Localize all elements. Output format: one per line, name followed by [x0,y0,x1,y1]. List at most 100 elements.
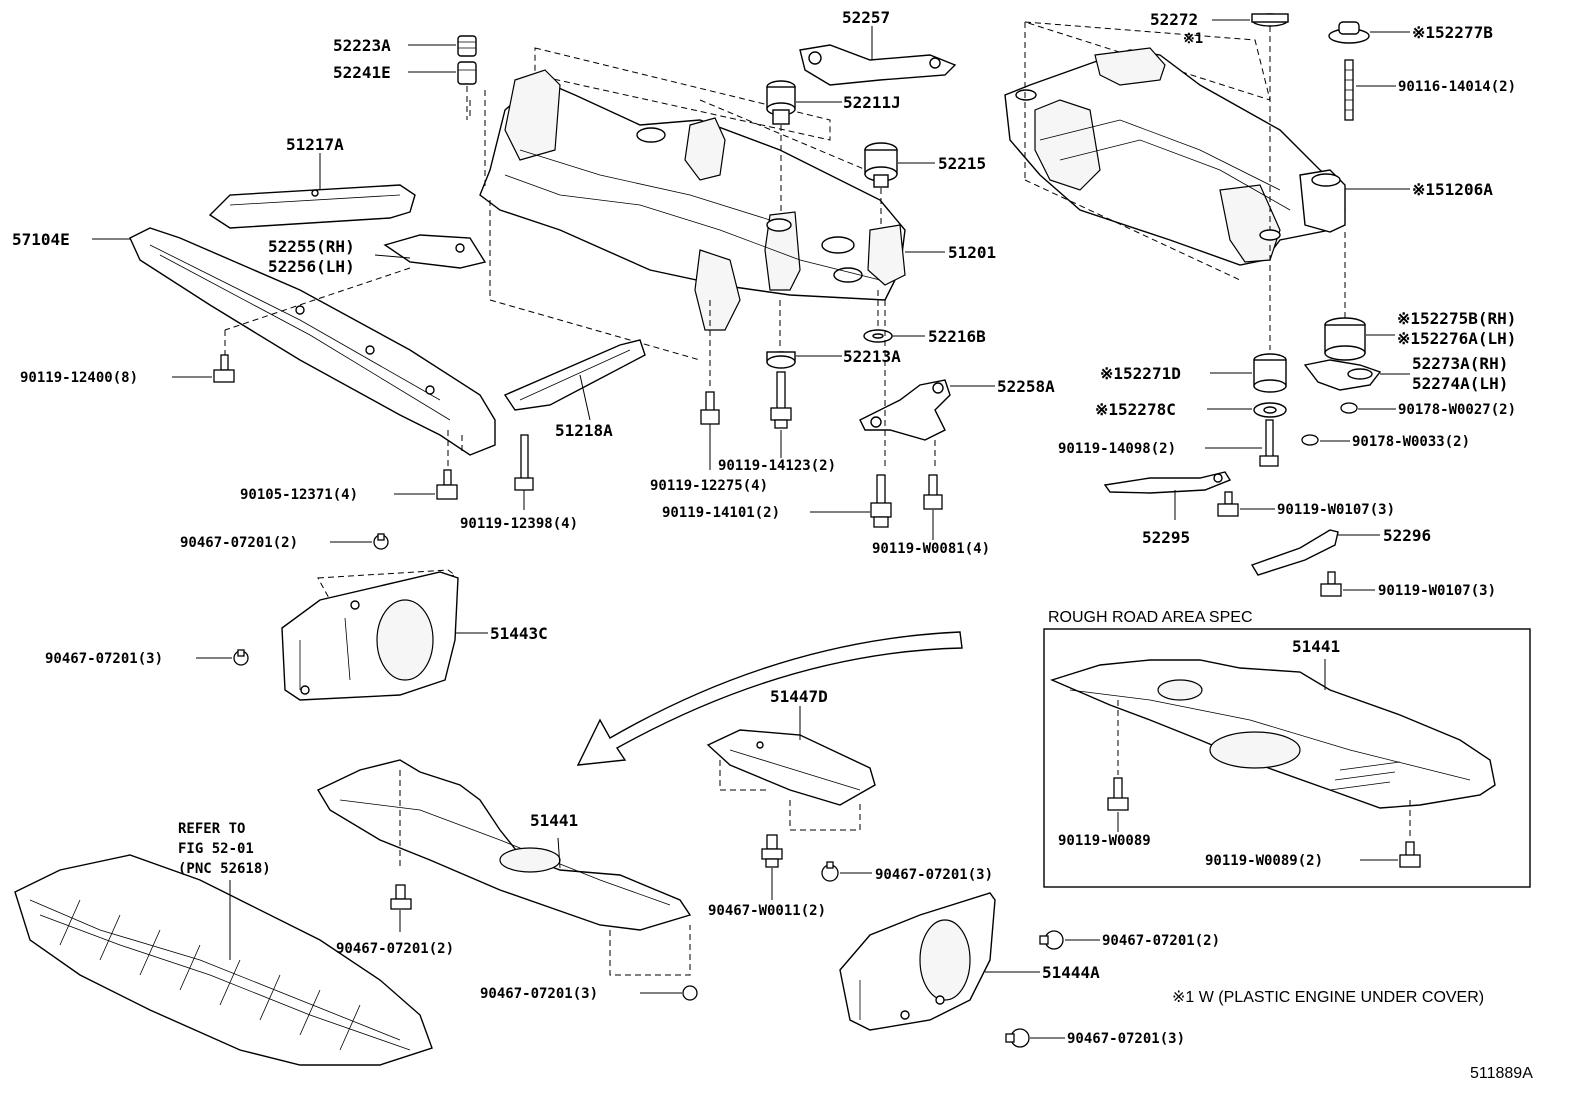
bushing-52215 [864,142,898,188]
label-90178-W0027: 90178-W0027(2) [1398,402,1516,418]
label-52255: 52255(RH) [268,237,355,256]
label-52277B: ※152277B [1412,23,1493,42]
inset-title: ROUGH ROAD AREA SPEC [1048,609,1253,626]
label-90119-12400: 90119-12400(8) [20,370,138,386]
inset-label-90119-W0089-a: 90119-W0089 [1058,833,1151,849]
bracket-52273A [1303,359,1382,391]
label-90467-W0011: 90467-W0011(2) [708,903,826,919]
bushing-52271D [1253,353,1287,393]
label-90467-07201-b: 90467-07201(3) [45,651,163,667]
label-52275B: ※152275B(RH) [1397,309,1516,328]
bracket-52257 [799,44,957,86]
label-90119-14098: 90119-14098(2) [1058,441,1176,457]
rough-road-inset [1043,628,1531,888]
label-52223A: 52223A [333,36,391,55]
label-90119-12398: 90119-12398(4) [460,516,578,532]
bumper-cover-52618 [14,854,433,1066]
bolt-90105-12371 [436,469,458,500]
label-57104E: 57104E [12,230,70,249]
label-90467-07201-d: 90467-07201(3) [480,986,598,1002]
refer-note-line3: (PNC 52618) [178,861,271,877]
label-51444A: 51444A [1042,963,1100,982]
label-90119-14101: 90119-14101(2) [662,505,780,521]
label-52271D: ※152271D [1100,364,1181,383]
cover-51447D [706,729,876,831]
label-52295: 52295 [1142,528,1190,547]
bolt-90119-14098 [1259,419,1279,467]
front-crossmember-51201 [469,47,906,390]
cover-51443C [281,569,459,701]
label-52215: 52215 [938,154,986,173]
brace-51218A [503,339,646,411]
label-51441: 51441 [530,811,578,830]
diagram-id: 511889A [1470,1065,1533,1082]
inset-label-51441: 51441 [1292,637,1340,656]
label-90105-12371: 90105-12371(4) [240,487,358,503]
refer-note-line2: FIG 52-01 [178,841,254,857]
stud-90116-14014 [1344,59,1354,121]
bushing-52211J [766,80,796,125]
clip-90467-07201-e [821,861,839,882]
clip-90467-W0011 [761,834,783,868]
bolt-inset-90119-W0089-b [1399,841,1421,868]
label-52241E: 52241E [333,63,391,82]
stopper-52213A [766,351,796,369]
label-52274A: 52274A(LH) [1412,374,1508,393]
member-57104E [129,227,496,456]
label-90467-07201-g: 90467-07201(3) [1067,1031,1185,1047]
nut-90178-W0027 [1340,402,1358,414]
bushing-52272 [1251,13,1289,27]
clip-90467-07201-a [373,533,389,550]
label-52257: 52257 [842,8,890,27]
clip-90467-07201-c [390,884,412,910]
label-51217A: 51217A [286,135,344,154]
bolt-90119-12400 [213,354,235,383]
bolt-inset-90119-W0089-a [1107,777,1129,811]
cover-51444A [839,892,996,1031]
label-90119-W0107-b: 90119-W0107(3) [1378,583,1496,599]
bolt-90119-W0107-a [1217,491,1239,517]
bolt-90119-12275 [700,391,720,425]
nut-90178-W0033 [1301,434,1319,446]
bolt-90119-W0081 [923,474,943,510]
label-51447D: 51447D [770,687,828,706]
clip-90467-07201-d [682,985,698,1001]
under-cover-51441 [317,759,692,976]
label-52211J: 52211J [843,93,901,112]
label-51218A: 51218A [555,421,613,440]
label-90467-07201-a: 90467-07201(2) [180,535,298,551]
label-90467-07201-f: 90467-07201(2) [1102,933,1220,949]
label-52278C: ※152278C [1095,400,1176,419]
washer-52278C [1253,402,1287,418]
label-51443C: 51443C [490,624,548,643]
brace-51217A [208,184,416,229]
clip-90467-07201-f [1039,930,1064,950]
label-90119-W0081: 90119-W0081(4) [872,541,990,557]
plate-52255 [383,234,487,269]
label-51201: 51201 [948,243,996,262]
label-90467-07201-c: 90467-07201(2) [336,941,454,957]
clip-90467-07201-g [1005,1028,1030,1048]
bolt-90119-W0107-b [1320,571,1342,597]
bolt-90119-14123 [770,371,792,429]
rear-crossmember-51206A [1004,21,1346,350]
label-52256: 52256(LH) [268,257,355,276]
label-52273A: 52273A(RH) [1412,354,1508,373]
label-90119-12275: 90119-12275(4) [650,478,768,494]
bushing-52241E [457,61,477,85]
direction-arrow [576,631,963,766]
footnote: ※1 W (PLASTIC ENGINE UNDER COVER) [1172,989,1484,1006]
label-52276A: ※152276A(LH) [1397,329,1516,348]
inset-label-90119-W0089-b: 90119-W0089(2) [1205,853,1323,869]
label-90116-14014: 90116-14014(2) [1398,79,1516,95]
label-90178-W0033: 90178-W0033(2) [1352,434,1470,450]
bracket-52258A [859,379,951,441]
bushing-52223A [457,35,477,57]
label-52272: 52272 [1150,10,1198,29]
bolt-90119-14101 [870,474,892,528]
washer-52216B [863,329,893,343]
bolt-90119-12398 [514,434,534,491]
label-90467-07201-e: 90467-07201(3) [875,867,993,883]
label-52296: 52296 [1383,526,1431,545]
